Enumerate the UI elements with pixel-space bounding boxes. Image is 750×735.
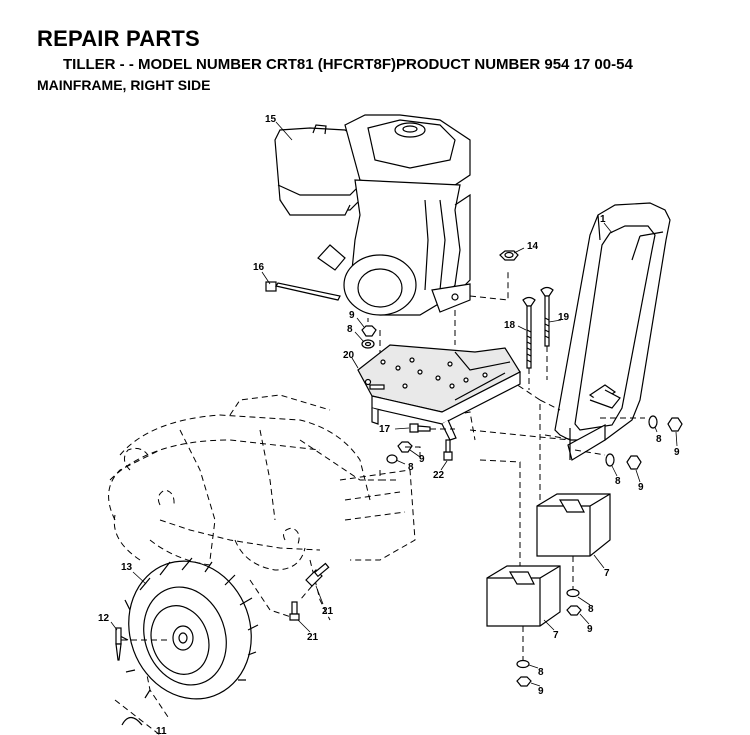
callout-8-right-1: 8 (656, 434, 662, 445)
callout-14: 14 (527, 241, 539, 252)
leader-lines (110, 121, 678, 687)
washer-8-top (361, 339, 375, 349)
callout-9-weight-1: 9 (587, 624, 593, 635)
callout-8-right-2: 8 (615, 476, 621, 487)
callout-18: 18 (504, 320, 516, 331)
callout-21-b: 21 (307, 632, 319, 643)
callout-17: 17 (379, 424, 391, 435)
bolt-22 (443, 439, 453, 461)
callout-8-weight-1: 8 (588, 604, 594, 615)
nut-9-top (361, 325, 377, 337)
mainframe-plate (357, 344, 521, 441)
engine (274, 114, 471, 316)
handle-bracket (554, 202, 671, 461)
bolt-18 (522, 296, 536, 369)
callout-15: 15 (265, 114, 277, 125)
washer-8-weight-2 (516, 659, 530, 669)
washer-8-weight-1 (566, 588, 580, 598)
weight-7-lower (486, 565, 561, 627)
page-title: REPAIR PARTS (37, 26, 200, 51)
washer-8-right-1 (648, 415, 658, 429)
nut-9-right-1 (667, 417, 683, 432)
callout-22: 22 (433, 470, 445, 481)
callout-7-lower: 7 (553, 630, 559, 641)
model-subtitle: TILLER - - MODEL NUMBER CRT81 (HFCRT8F)P… (63, 56, 633, 73)
hitch-pin-11 (121, 716, 143, 726)
nut-9-right-2 (626, 455, 642, 470)
bolt-19 (540, 286, 554, 347)
bolt-21-a (305, 562, 330, 587)
callout-13: 13 (121, 562, 133, 573)
callout-9-mid: 9 (419, 454, 425, 465)
callout-19: 19 (558, 312, 570, 323)
callout-1: 1 (600, 214, 606, 225)
callout-16: 16 (253, 262, 265, 273)
callout-labels: 1 14 15 16 9 8 20 18 19 8 9 17 9 8 22 8 … (98, 114, 680, 735)
callout-8-mid: 8 (408, 462, 414, 473)
bolt-17 (409, 423, 455, 433)
callout-20: 20 (343, 350, 355, 361)
callout-7-upper: 7 (604, 568, 610, 579)
cable-tie (265, 281, 341, 301)
tine-assembly-outline (108, 394, 416, 735)
wheel (117, 557, 259, 700)
callout-8-top: 8 (347, 324, 353, 335)
section-title: MAINFRAME, RIGHT SIDE (37, 77, 211, 93)
pin-12 (115, 627, 122, 661)
nut-9-weight-2 (516, 676, 532, 687)
nut-9-weight-1 (566, 605, 582, 616)
callout-21-a: 21 (322, 606, 334, 617)
callout-9-right-2: 9 (638, 482, 644, 493)
callout-9-top: 9 (349, 310, 355, 321)
callout-12: 12 (98, 613, 110, 624)
washer-8-mid (386, 454, 398, 464)
callout-11: 11 (156, 726, 167, 735)
bolt-21-b (289, 601, 300, 621)
callout-9-weight-2: 9 (538, 686, 544, 697)
callout-9-right-1: 9 (674, 447, 680, 458)
nut-14 (499, 250, 519, 261)
callout-8-weight-2: 8 (538, 667, 544, 678)
washer-8-right-2 (605, 453, 615, 467)
weight-7-upper (536, 493, 611, 557)
